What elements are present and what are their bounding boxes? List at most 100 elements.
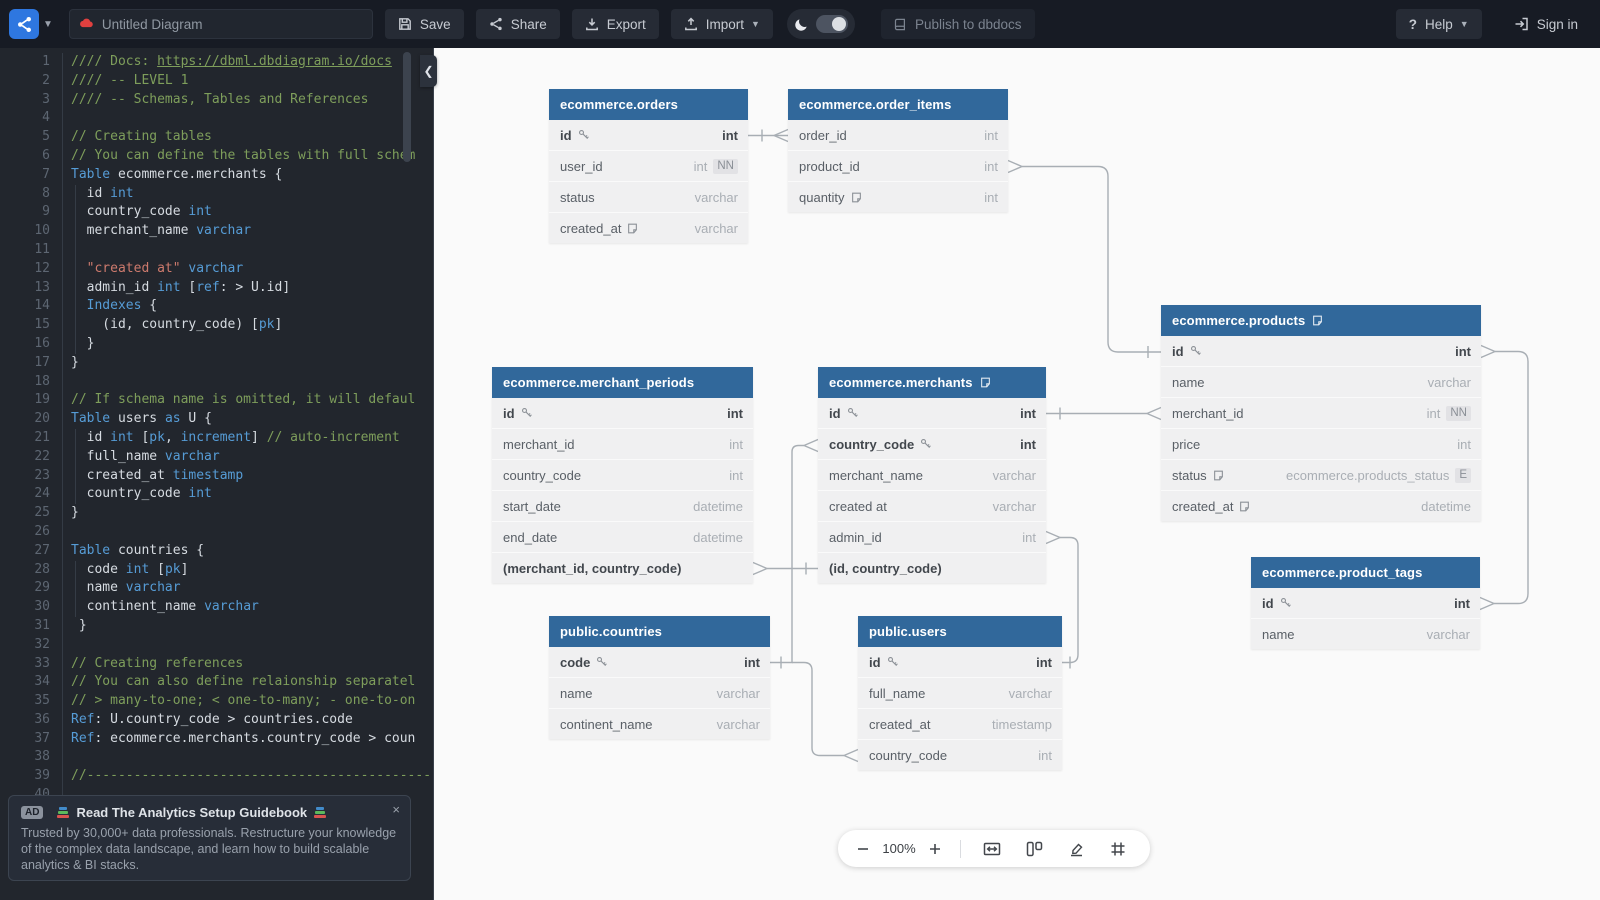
share-button[interactable]: Share: [476, 9, 560, 39]
fit-to-screen-button[interactable]: [977, 834, 1007, 864]
code-line[interactable]: 3//// -- Schemas, Tables and References: [0, 91, 433, 110]
field-row[interactable]: (merchant_id, country_code): [492, 553, 753, 583]
dbml-code-editor[interactable]: 1//// Docs: https://dbml.dbdiagram.io/do…: [0, 48, 434, 900]
table-ecommerce-product_tags[interactable]: ecommerce.product_tagsidintnamevarchar: [1251, 557, 1480, 649]
table-header[interactable]: ecommerce.products: [1161, 305, 1481, 336]
table-header[interactable]: ecommerce.merchants: [818, 367, 1046, 398]
field-row[interactable]: codeint: [549, 647, 770, 678]
code-line[interactable]: 10 merchant_name varchar: [0, 222, 433, 241]
code-line[interactable]: 6// You can define the tables with full …: [0, 147, 433, 166]
code-line[interactable]: 11: [0, 241, 433, 260]
field-row[interactable]: created_atdatetime: [1161, 491, 1481, 521]
app-logo[interactable]: [9, 9, 39, 39]
field-row[interactable]: priceint: [1161, 429, 1481, 460]
save-button[interactable]: Save: [385, 9, 464, 39]
table-ecommerce-products[interactable]: ecommerce.productsidintnamevarcharmercha…: [1161, 305, 1481, 521]
code-line[interactable]: 8 id int: [0, 185, 433, 204]
code-line[interactable]: 27Table countries {: [0, 542, 433, 561]
code-line[interactable]: 13 admin_id int [ref: > U.id]: [0, 279, 433, 298]
field-row[interactable]: order_idint: [788, 120, 1008, 151]
code-line[interactable]: 31 }: [0, 617, 433, 636]
zoom-in-button[interactable]: [920, 834, 950, 864]
table-header[interactable]: ecommerce.order_items: [788, 89, 1008, 120]
editor-collapse-button[interactable]: ❮: [420, 55, 437, 87]
code-line[interactable]: 4: [0, 109, 433, 128]
code-line[interactable]: 35// > many-to-one; < one-to-many; - one…: [0, 692, 433, 711]
ad-title-row[interactable]: AD Read The Analytics Setup Guidebook: [21, 805, 398, 820]
field-row[interactable]: statusecommerce.products_statusE: [1161, 460, 1481, 491]
editor-scrollbar[interactable]: [403, 52, 411, 162]
field-row[interactable]: idint: [549, 120, 748, 151]
help-button[interactable]: ? Help ▼: [1396, 9, 1482, 39]
field-row[interactable]: created_attimestamp: [858, 709, 1062, 740]
code-line[interactable]: 18: [0, 373, 433, 392]
field-row[interactable]: created atvarchar: [818, 491, 1046, 522]
code-line[interactable]: 26: [0, 523, 433, 542]
table-header[interactable]: public.countries: [549, 616, 770, 647]
code-line[interactable]: 30 continent_name varchar: [0, 598, 433, 617]
code-line[interactable]: 5// Creating tables: [0, 128, 433, 147]
field-row[interactable]: user_idintNN: [549, 151, 748, 182]
code-line[interactable]: 39//------------------------------------…: [0, 767, 433, 786]
code-line[interactable]: 20Table users as U {: [0, 410, 433, 429]
code-line[interactable]: 21 id int [pk, increment] // auto-increm…: [0, 429, 433, 448]
ad-close-icon[interactable]: ×: [392, 802, 400, 817]
field-row[interactable]: merchant_idint: [492, 429, 753, 460]
field-row[interactable]: namevarchar: [1161, 367, 1481, 398]
code-line[interactable]: 14 Indexes {: [0, 297, 433, 316]
field-row[interactable]: (id, country_code): [818, 553, 1046, 583]
field-row[interactable]: start_datedatetime: [492, 491, 753, 522]
field-row[interactable]: idint: [1161, 336, 1481, 367]
field-row[interactable]: namevarchar: [549, 678, 770, 709]
table-ecommerce-merchant_periods[interactable]: ecommerce.merchant_periodsidintmerchant_…: [492, 367, 753, 583]
field-row[interactable]: product_idint: [788, 151, 1008, 182]
field-row[interactable]: full_namevarchar: [858, 678, 1062, 709]
import-button[interactable]: Import ▼: [671, 9, 773, 39]
publish-dbdocs-button[interactable]: Publish to dbdocs: [881, 9, 1035, 39]
field-row[interactable]: idint: [492, 398, 753, 429]
field-row[interactable]: end_datedatetime: [492, 522, 753, 553]
code-line[interactable]: 36Ref: U.country_code > countries.code: [0, 711, 433, 730]
highlight-button[interactable]: [1061, 834, 1091, 864]
table-ecommerce-order_items[interactable]: ecommerce.order_itemsorder_idintproduct_…: [788, 89, 1008, 212]
table-header[interactable]: public.users: [858, 616, 1062, 647]
field-row[interactable]: idint: [818, 398, 1046, 429]
code-line[interactable]: 19// If schema name is omitted, it will …: [0, 391, 433, 410]
field-row[interactable]: idint: [1251, 588, 1480, 619]
code-line[interactable]: 1//// Docs: https://dbml.dbdiagram.io/do…: [0, 53, 433, 72]
code-line[interactable]: 15 (id, country_code) [pk]: [0, 316, 433, 335]
zoom-out-button[interactable]: [848, 834, 878, 864]
field-row[interactable]: country_codeint: [818, 429, 1046, 460]
table-header[interactable]: ecommerce.merchant_periods: [492, 367, 753, 398]
code-line[interactable]: 23 created_at timestamp: [0, 467, 433, 486]
code-line[interactable]: 12 "created at" varchar: [0, 260, 433, 279]
field-row[interactable]: idint: [858, 647, 1062, 678]
field-row[interactable]: continent_namevarchar: [549, 709, 770, 739]
field-row[interactable]: namevarchar: [1251, 619, 1480, 649]
code-line[interactable]: 22 full_name varchar: [0, 448, 433, 467]
code-line[interactable]: 32: [0, 636, 433, 655]
sign-in-button[interactable]: Sign in: [1508, 9, 1584, 39]
code-line[interactable]: 17}: [0, 354, 433, 373]
table-ecommerce-merchants[interactable]: ecommerce.merchantsidintcountry_codeintm…: [818, 367, 1046, 583]
code-line[interactable]: 28 code int [pk]: [0, 561, 433, 580]
code-line[interactable]: 34// You can also define relaionship sep…: [0, 673, 433, 692]
code-line[interactable]: 2//// -- LEVEL 1: [0, 72, 433, 91]
logo-menu-caret-icon[interactable]: ▼: [43, 19, 53, 30]
field-row[interactable]: country_codeint: [492, 460, 753, 491]
frame-button[interactable]: [1103, 834, 1133, 864]
diagram-title-input[interactable]: [69, 9, 373, 39]
field-row[interactable]: country_codeint: [858, 740, 1062, 770]
export-button[interactable]: Export: [572, 9, 659, 39]
table-public-users[interactable]: public.usersidintfull_namevarcharcreated…: [858, 616, 1062, 770]
field-row[interactable]: merchant_namevarchar: [818, 460, 1046, 491]
field-row[interactable]: statusvarchar: [549, 182, 748, 213]
table-header[interactable]: ecommerce.product_tags: [1251, 557, 1480, 588]
code-line[interactable]: 7Table ecommerce.merchants {: [0, 166, 433, 185]
dark-mode-toggle[interactable]: [787, 9, 855, 39]
field-row[interactable]: quantityint: [788, 182, 1008, 212]
code-line[interactable]: 37Ref: ecommerce.merchants.country_code …: [0, 730, 433, 749]
table-public-countries[interactable]: public.countriescodeintnamevarcharcontin…: [549, 616, 770, 739]
code-line[interactable]: 25}: [0, 504, 433, 523]
table-header[interactable]: ecommerce.orders: [549, 89, 748, 120]
